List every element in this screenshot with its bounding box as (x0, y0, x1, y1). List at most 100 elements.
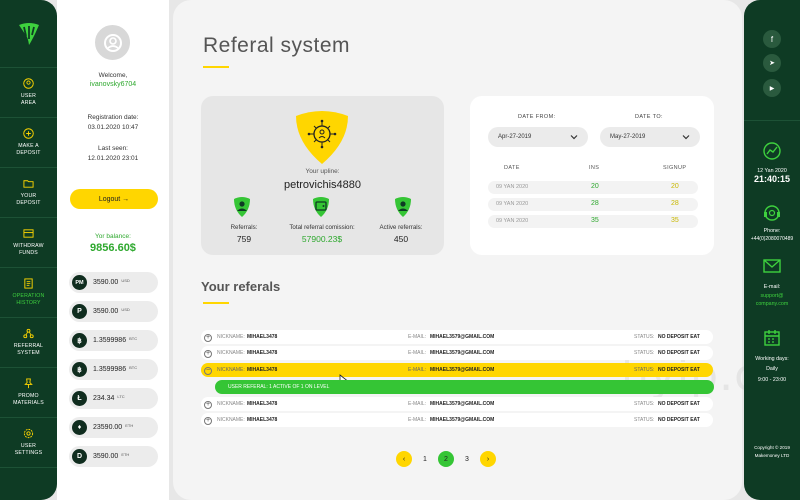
gear-icon (23, 428, 34, 439)
left-nav: USER AREA MAKE A DEPOSIT YOUR DEPOSIT WI… (0, 0, 57, 500)
youtube-icon[interactable]: ▶ (763, 79, 781, 97)
coin-bitcoin-2[interactable]: ฿ 1.3599986 BTC (69, 359, 158, 380)
coin-amount: 1.3599986 (93, 366, 127, 373)
dash-icon: D (72, 449, 87, 464)
perfect-money-icon: PM (72, 275, 87, 290)
nav-make-deposit[interactable]: MAKE A DEPOSIT (0, 118, 57, 168)
row-signup: 28 (671, 200, 679, 207)
nav-label: SYSTEM (17, 350, 40, 356)
email-address-part1[interactable]: support@ (760, 293, 784, 299)
pagination-page-3[interactable]: 3 (465, 455, 469, 463)
working-days: Daily (766, 366, 778, 372)
email-label: E-MAIL: (408, 350, 427, 356)
email-label: E-MAIL: (408, 417, 427, 423)
expand-icon[interactable]: + (204, 401, 212, 409)
stat-total-commission: Total referral comission: 57900.23$ (277, 224, 367, 244)
phone-number[interactable]: +44(0)2080070489 (750, 236, 794, 242)
nav-label: DEPOSIT (16, 150, 41, 156)
status-value: NO DEPOSIT EAT (658, 401, 700, 407)
calendar-icon (764, 330, 780, 346)
bitcoin-icon: ฿ (72, 362, 87, 377)
pagination-page-2-current[interactable]: 2 (438, 451, 454, 467)
page-title: Referal system (203, 34, 351, 57)
coin-litecoin[interactable]: Ł 234.34 LTC (69, 388, 158, 409)
expand-icon[interactable]: + (204, 334, 212, 342)
subtitle-underline (203, 302, 229, 304)
user-icon (23, 78, 34, 89)
referral-row[interactable]: + NICKNAME: MIHAEL3478 E-MAIL: MIHAEL357… (201, 413, 713, 427)
expand-icon[interactable]: + (204, 350, 212, 358)
pagination-next-button[interactable]: › (480, 451, 496, 467)
upline-name: petrovichis4880 (283, 179, 362, 191)
logout-button[interactable]: Logout → (70, 189, 158, 209)
active-referrals-icon (395, 197, 411, 217)
coin-dash[interactable]: D 3590.00 ETH (69, 446, 158, 467)
referals-title: Your referals (201, 279, 281, 294)
registration-label: Registration date: (87, 114, 139, 121)
coin-amount: 1.3599986 (93, 337, 127, 344)
email-value: MIHAEL3579@GMAIL.COM (430, 350, 495, 356)
ethereum-icon: ♦ (72, 420, 87, 435)
nav-user-area[interactable]: USER AREA (0, 68, 57, 118)
table-row: 09 YAN 2020 35 35 (488, 215, 698, 228)
nav-your-deposit[interactable]: YOUR DEPOSIT (0, 168, 57, 218)
payeer-icon: P (72, 304, 87, 319)
avatar[interactable] (95, 25, 130, 60)
coin-currency: BTC (129, 336, 138, 341)
referral-row[interactable]: + NICKNAME: MIHAEL3478 E-MAIL: MIHAEL357… (201, 346, 713, 360)
working-hours: 9:00 - 23:00 (757, 377, 787, 383)
nav-referral-system[interactable]: REFERRAL SYSTEM (0, 318, 57, 368)
date-to-select[interactable]: May-27-2019 (600, 127, 700, 147)
referral-row[interactable]: + NICKNAME: MIHAEL3478 E-MAIL: MIHAEL357… (201, 397, 713, 411)
referral-detail-text: USER REFERAL: 1 ACTIVE OF 1 ON LEVEL (228, 384, 330, 390)
coin-currency: USD (121, 307, 130, 312)
date-from-value: Apr-27-2019 (498, 134, 532, 140)
nav-label: FUNDS (19, 250, 38, 256)
expand-icon[interactable]: + (204, 417, 212, 425)
facebook-icon[interactable]: f (763, 30, 781, 48)
email-label: E-MAIL: (408, 401, 427, 407)
coin-payeer[interactable]: P 3590.00 USD (69, 301, 158, 322)
last-seen-date: 12.01.2020 23:01 (87, 155, 139, 162)
coin-bitcoin[interactable]: ฿ 1.3599986 BTC (69, 330, 158, 351)
copyright-line1: Copyright © 2019 (754, 445, 790, 450)
email-address-part2[interactable]: company.com (755, 301, 789, 307)
profile-panel: Welcome, ivanovsky6704 Registration date… (57, 0, 169, 500)
status-label: STATUS: (634, 350, 655, 356)
col-header-signup: SIGNUP (663, 165, 687, 171)
working-days-label: Working days: (755, 356, 789, 362)
coin-perfect-money[interactable]: PM 3590.00 USD (69, 272, 158, 293)
bitcoin-icon: ฿ (72, 333, 87, 348)
welcome-text: Welcome, (98, 72, 128, 79)
date-from-select[interactable]: Apr-27-2019 (488, 127, 588, 147)
row-signup: 20 (671, 183, 679, 190)
wallet-icon (23, 229, 34, 238)
nav-user-settings[interactable]: USER SETTINGS (0, 418, 57, 468)
status-label: STATUS: (634, 401, 655, 407)
upline-shield-icon (296, 111, 348, 164)
referral-row[interactable]: + NICKNAME: MIHAEL3478 E-MAIL: MIHAEL357… (201, 330, 713, 344)
nav-promo-materials[interactable]: PROMO MATERIALS (0, 368, 57, 418)
date-to-value: May-27-2019 (610, 134, 646, 140)
referrals-user-icon (234, 197, 250, 217)
telegram-icon[interactable]: ➤ (763, 54, 781, 72)
nav-operation-history[interactable]: OPERATION HISTORY (0, 268, 57, 318)
folder-icon (23, 180, 34, 188)
logo[interactable] (0, 0, 57, 68)
registration-date: 03.01.2020 10:47 (87, 124, 139, 131)
coin-ethereum[interactable]: ♦ 23590.00 ETH (69, 417, 158, 438)
nick-value: MIHAEL3478 (247, 350, 278, 356)
clock-chart-icon (763, 142, 781, 160)
collapse-icon[interactable]: − (204, 367, 212, 375)
stat-label: Total referral comission: (289, 224, 355, 231)
referral-row-expanded[interactable]: − NICKNAME: MIHAEL3478 E-MAIL: MIHAEL357… (201, 363, 713, 377)
pagination-prev-button[interactable]: ‹ (396, 451, 412, 467)
nav-withdraw-funds[interactable]: WITHDRAW FUNDS (0, 218, 57, 268)
pagination-page-1[interactable]: 1 (423, 455, 427, 463)
stat-value: 759 (236, 234, 252, 244)
email-label: E-MAIL: (408, 334, 427, 340)
nav-label: USER (20, 443, 37, 449)
coin-currency: ETH (125, 423, 134, 428)
nick-label: NICKNAME: (217, 401, 245, 407)
balance-label: Yor balance: (95, 233, 131, 240)
